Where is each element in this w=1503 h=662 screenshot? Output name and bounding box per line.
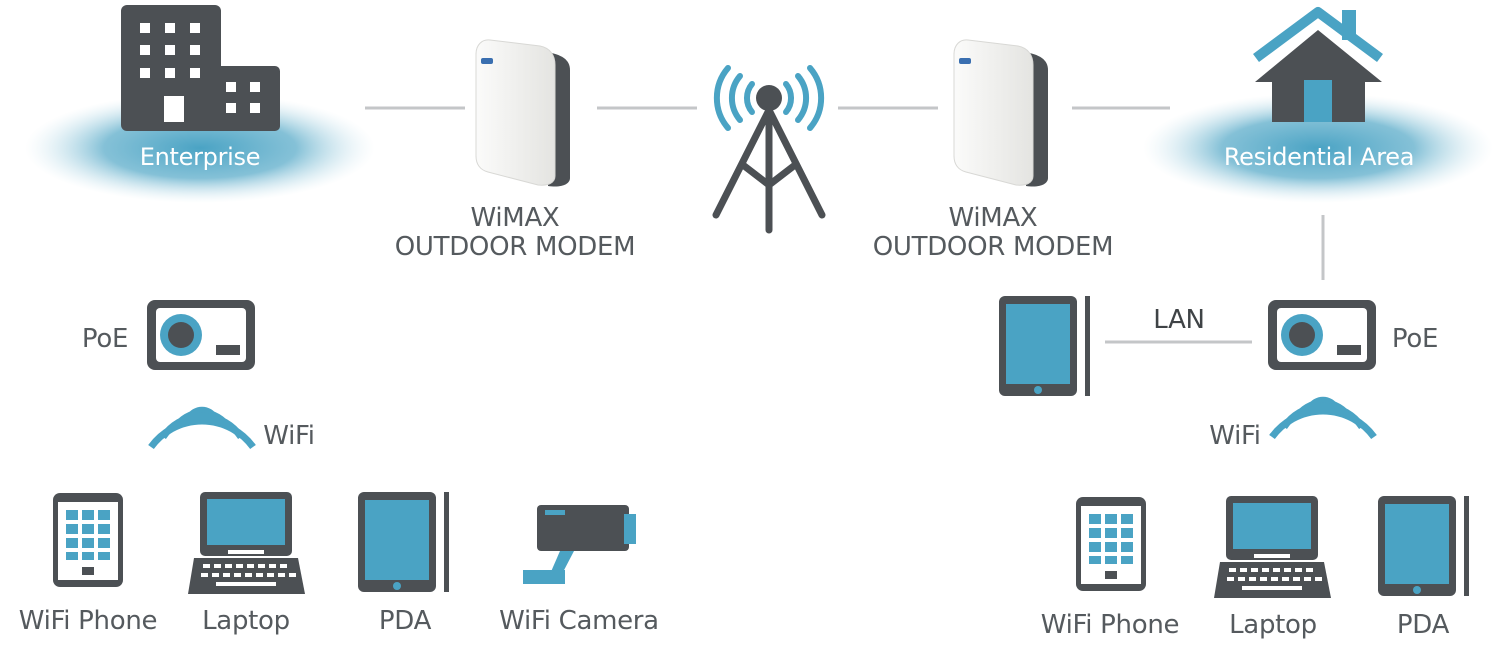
laptop-left-icon	[188, 492, 305, 594]
device-label: WiFi Phone	[18, 606, 158, 636]
poe-right-label: PoE	[1391, 324, 1439, 354]
wifi-phone-left-icon	[53, 493, 123, 587]
poe-left-label: PoE	[81, 324, 129, 354]
device-label: PDA	[378, 606, 432, 636]
wifi-left-icon	[148, 406, 256, 450]
enterprise-glow	[25, 93, 375, 203]
pda-right-icon	[1378, 496, 1469, 596]
enterprise-label: Enterprise	[139, 143, 261, 171]
poe-right-icon	[1268, 300, 1376, 370]
building-icon	[121, 5, 280, 131]
modem-left-label-line2: OUTDOOR MODEM	[394, 232, 636, 262]
lan-tablet-icon	[999, 296, 1090, 396]
wifi-camera-icon	[523, 505, 636, 584]
tower-icon	[712, 65, 826, 234]
device-label: WiFi Camera	[499, 606, 659, 636]
residential-label: Residential Area	[1223, 143, 1415, 171]
wifi-left-label: WiFi	[263, 421, 315, 451]
wifi-phone-right-icon	[1076, 497, 1146, 591]
modem-right-icon	[953, 39, 1048, 187]
modem-left-icon	[475, 39, 570, 187]
device-label: WiFi Phone	[1040, 610, 1180, 640]
wifi-right-icon	[1269, 396, 1377, 440]
laptop-right-icon	[1214, 496, 1331, 598]
pda-left-icon	[358, 492, 449, 592]
residential-glow	[1143, 93, 1493, 203]
modem-left-label-line1: WiMAX	[470, 203, 560, 233]
device-label: PDA	[1396, 610, 1450, 640]
house-icon	[1253, 7, 1383, 122]
lan-label: LAN	[1153, 305, 1205, 335]
device-label: Laptop	[202, 606, 290, 636]
wifi-right-label: WiFi	[1209, 421, 1261, 451]
device-label: Laptop	[1229, 610, 1317, 640]
poe-left-icon	[147, 300, 255, 370]
modem-right-label-line2: OUTDOOR MODEM	[872, 232, 1114, 262]
modem-right-label-line1: WiMAX	[948, 203, 1038, 233]
